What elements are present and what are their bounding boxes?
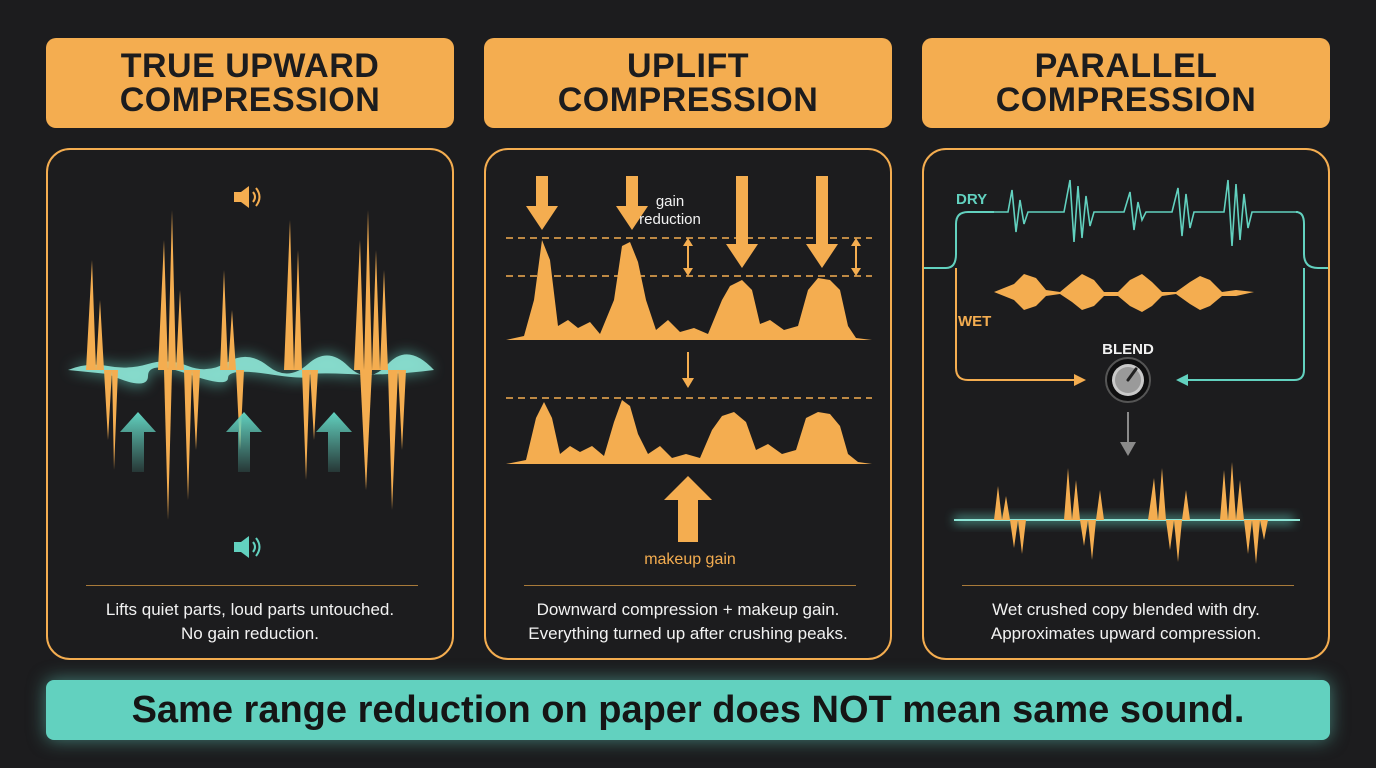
panel-card: DRY WET BLEND (922, 148, 1330, 660)
panel-title: UPLIFT COMPRESSION (484, 38, 892, 128)
arrow-head-icon (1176, 374, 1188, 386)
caption-line: Approximates upward compression. (990, 624, 1262, 643)
up-arrow-icon (226, 412, 262, 472)
panel-title: PARALLEL COMPRESSION (922, 38, 1330, 128)
speaker-low-icon (234, 536, 261, 558)
dry-waveform (994, 179, 1298, 247)
divider (86, 585, 418, 586)
down-arrow-icon (682, 352, 694, 388)
down-arrow-icon (726, 176, 758, 268)
wet-label: WET (958, 313, 991, 330)
caption-line: Wet crushed copy blended with dry. (992, 600, 1260, 619)
blended-waveform (994, 462, 1268, 564)
wet-route (955, 268, 1080, 381)
down-arrow-icon (616, 176, 648, 230)
loud-waveform (86, 210, 406, 520)
caption-line: Everything turned up after crushing peak… (528, 624, 848, 643)
reduction-span-icon (683, 238, 693, 276)
compressed-waveform (506, 240, 872, 340)
panel-caption: Lifts quiet parts, loud parts untouched.… (48, 598, 452, 646)
panel-card: Lifts quiet parts, loud parts untouched.… (46, 148, 454, 660)
uplifted-waveform (506, 400, 872, 464)
dry-return-route (1182, 268, 1305, 381)
arrow-head-icon (1074, 374, 1086, 386)
down-arrow-icon (1120, 412, 1136, 456)
title-line: COMPRESSION (119, 81, 381, 119)
panel-title: TRUE UPWARD COMPRESSION (46, 38, 454, 128)
up-arrow-icon (664, 476, 712, 542)
dry-label: DRY (956, 191, 987, 208)
caption-line: Lifts quiet parts, loud parts untouched. (105, 600, 395, 619)
title-line: COMPRESSION (995, 81, 1257, 119)
title-line: TRUE UPWARD (120, 47, 380, 85)
title-line: UPLIFT (627, 47, 749, 85)
reduction-span-icon (851, 238, 861, 276)
blend-label: BLEND (1102, 341, 1154, 358)
gain-reduction-label: gain (656, 193, 684, 210)
panel-caption: Downward compression + makeup gain. Ever… (486, 598, 890, 646)
title-line: COMPRESSION (557, 81, 819, 119)
gain-reduction-label: reduction (639, 211, 701, 228)
divider (962, 585, 1294, 586)
speaker-high-icon (234, 186, 261, 208)
up-arrow-icon (120, 412, 156, 472)
banner-text: Same range reduction on paper does NOT m… (131, 688, 1245, 731)
down-arrow-icon (806, 176, 838, 268)
caption-line: Downward compression + makeup gain. (536, 600, 840, 619)
title-line: PARALLEL (1034, 47, 1218, 85)
panel-caption: Wet crushed copy blended with dry. Appro… (924, 598, 1328, 646)
down-arrow-icon (526, 176, 558, 230)
caption-line: No gain reduction. (181, 624, 319, 643)
up-arrow-icon (316, 412, 352, 472)
panel-card: gain reduction (484, 148, 892, 660)
wet-waveform (994, 274, 1254, 312)
quiet-signal (68, 354, 434, 384)
makeup-gain-label: makeup gain (644, 551, 736, 568)
summary-banner: Same range reduction on paper does NOT m… (46, 680, 1330, 740)
divider (524, 585, 856, 586)
blend-knob-icon[interactable] (1105, 357, 1151, 403)
dry-route (924, 211, 1328, 269)
